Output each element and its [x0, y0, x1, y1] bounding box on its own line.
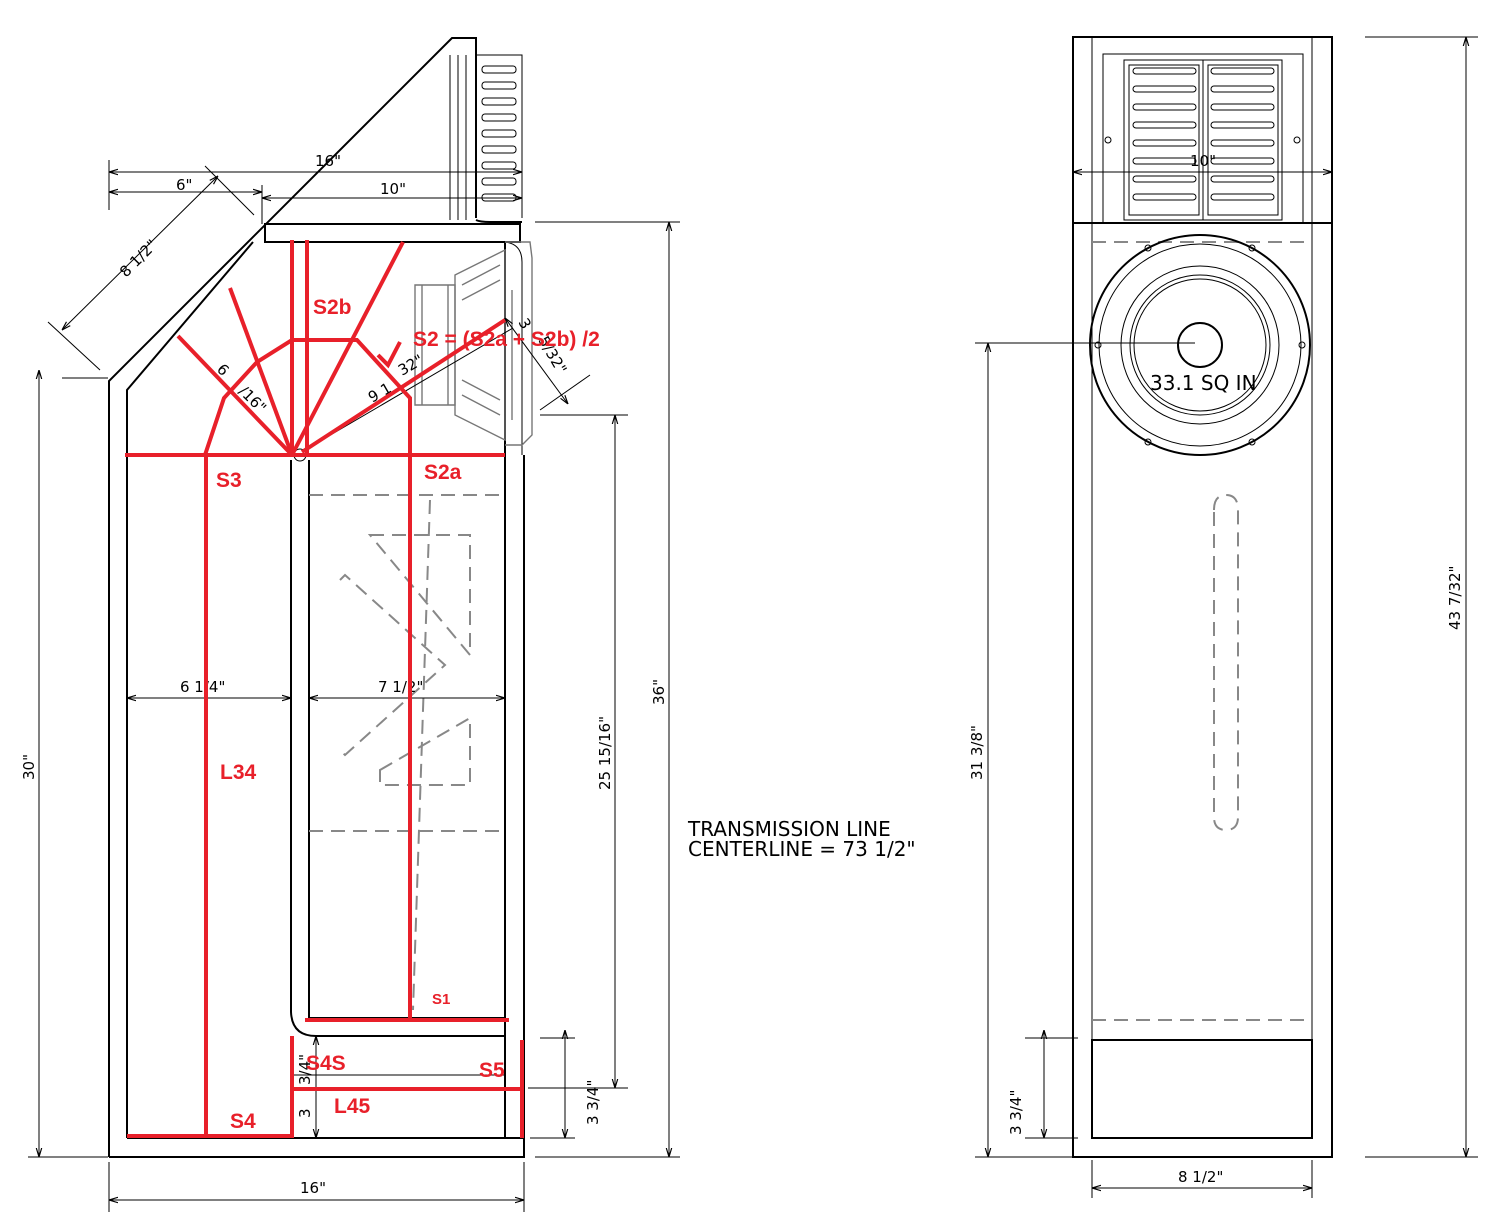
- front-dim-43-label: 43 7/32": [1446, 566, 1464, 630]
- front-view: 10" 33.1 SQ IN 31 3: [968, 36, 1478, 1198]
- front-dim-10-label: 10": [1190, 152, 1216, 170]
- dim-25-label: 25 15/16": [596, 716, 614, 790]
- label-l34: L34: [220, 761, 257, 784]
- side-view: 16" 6" 10" 8 1/2" 30" 36" 25 15/16" 3 3/…: [20, 37, 680, 1212]
- dim-top-16-label: 16": [315, 152, 341, 170]
- divider-right: [308, 460, 505, 1019]
- dim-inner-left-label: 6 1/4": [180, 678, 225, 696]
- label-s2: S2 = (S2a + S2b) /2: [413, 328, 600, 351]
- label-s3: S3: [216, 469, 242, 492]
- note-line2: CENTERLINE = 73 1/2": [688, 837, 916, 861]
- woofer: [1089, 234, 1311, 456]
- tweeter-assembly: [449, 37, 523, 223]
- label-s5: S5: [479, 1059, 505, 1082]
- dim-30-label: 30": [20, 754, 38, 780]
- tweeter-slots: [1132, 67, 1275, 201]
- hidden-slot: [1213, 493, 1239, 832]
- dim-inner-right-label: 7 1/2": [378, 678, 423, 696]
- label-s4s: S4S: [306, 1052, 346, 1075]
- damping-hidden-lines: [309, 494, 505, 1011]
- dim-top-10-label: 10": [380, 180, 406, 198]
- dim-36-label: 36": [650, 679, 668, 705]
- dim-small-3: 3: [296, 1108, 314, 1118]
- side-bottom-edge: [109, 1138, 525, 1158]
- dim-driver: [505, 318, 568, 404]
- front-dim-port-label: 3 3/4": [1007, 1090, 1025, 1135]
- dim-top-6-label: 6": [176, 176, 192, 194]
- front-port: [1091, 1039, 1313, 1139]
- label-s4: S4: [230, 1110, 256, 1133]
- dim-port-right-label: 3 3/4": [584, 1080, 602, 1125]
- top-panel: [264, 223, 521, 243]
- dim-bottom-16-label: 16": [300, 1179, 326, 1197]
- red-annotations: [125, 240, 524, 1138]
- label-l45: L45: [334, 1095, 371, 1118]
- transmission-line-note: TRANSMISSION LINE CENTERLINE = 73 1/2": [687, 817, 916, 861]
- note-line1: TRANSMISSION LINE: [687, 817, 891, 841]
- front-dim-width-label: 8 1/2": [1178, 1168, 1223, 1186]
- woofer-area-label: 33.1 SQ IN: [1150, 371, 1257, 395]
- label-s2b: S2b: [313, 296, 352, 319]
- dim-slant: [62, 176, 218, 330]
- front-body: [1072, 222, 1333, 1158]
- dim-slant-label: 8 1/2": [116, 236, 161, 281]
- label-s2a: S2a: [424, 461, 462, 484]
- label-s1: S1: [432, 991, 450, 1008]
- front-dim-31-label: 31 3/8": [968, 725, 986, 780]
- divider-left: [290, 460, 505, 1037]
- dim-small-34: 3/4": [296, 1054, 314, 1085]
